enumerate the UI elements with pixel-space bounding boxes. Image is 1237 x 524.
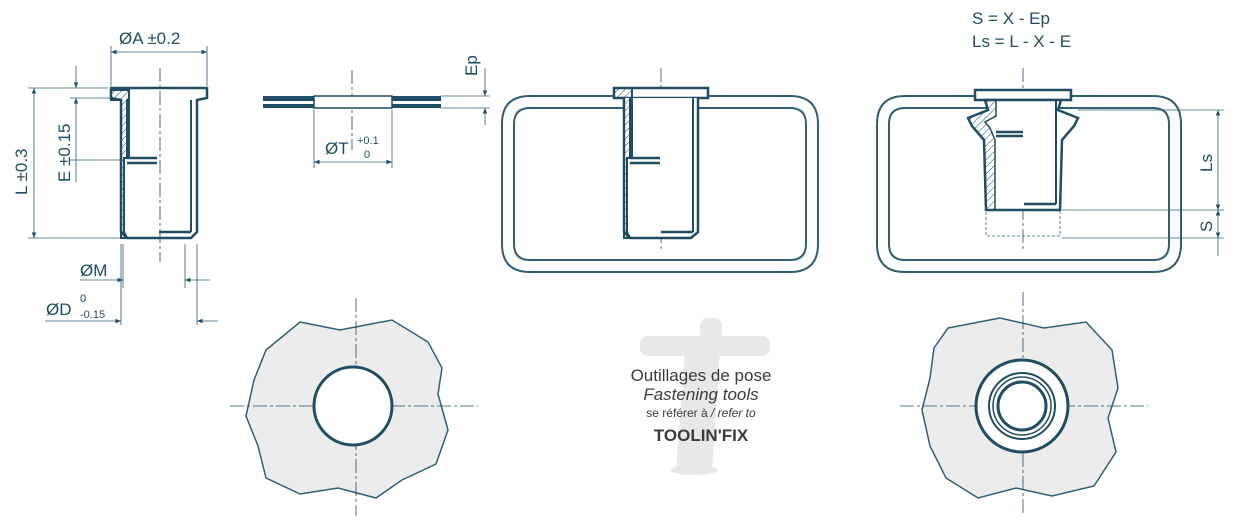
tools-note-line4: TOOLIN'FIX [654, 426, 749, 445]
rivet-nut-section-view: ØA ±0.2 L ±0.3 E ±0.15 ØM ØD 0 -0.15 [12, 29, 218, 325]
plate-top-view [230, 298, 478, 516]
shank-hidden [985, 209, 1061, 237]
tools-note: Outillages de pose Fastening tools se ré… [631, 366, 772, 445]
tools-note-line3-en: / refer to [710, 406, 756, 420]
tools-note-line2: Fastening tools [643, 385, 759, 404]
dim-d-label: ØD [46, 300, 72, 319]
dim-m-label: ØM [80, 261, 107, 280]
plate-outline [501, 95, 819, 273]
dim-a-label: ØA ±0.2 [119, 29, 180, 48]
formula-s: S = X - Ep [972, 9, 1050, 28]
bore-circle [996, 380, 1048, 432]
dim-d-tol-upper: 0 [80, 293, 86, 305]
inserted-nut-view [501, 68, 819, 273]
dim-t-tol-upper: +0.1 [357, 135, 379, 147]
plate-hole-section-view: Ep ØT +0.1 0 [263, 55, 490, 168]
svg-text:se référer à / refer to: se référer à / refer to [646, 406, 756, 420]
dim-e-label: E ±0.15 [55, 124, 74, 182]
dim-ls-label: Ls [1197, 154, 1216, 172]
dim-s-label: S [1197, 221, 1216, 232]
dim-t-label: ØT [325, 139, 349, 158]
crimped-nut-view: S = X - Ep Ls = L - X - E Ls S [876, 9, 1224, 273]
dim-l-label: L ±0.3 [12, 148, 31, 195]
dim-t-tol-lower: 0 [364, 149, 370, 161]
plate-hole-circle [312, 365, 394, 447]
dim-ep-label: Ep [462, 55, 481, 76]
tools-note-line1: Outillages de pose [631, 366, 772, 385]
rivet-gun-watermark-icon [640, 318, 770, 475]
plate-outline [876, 95, 1182, 273]
dim-d-tol-lower: -0.15 [80, 309, 105, 321]
installed-nut-top-view [900, 292, 1148, 516]
tools-note-line3-fr: se référer à [646, 406, 708, 420]
plate-hole [313, 95, 393, 109]
part-outline [109, 86, 209, 240]
formula-ls: Ls = L - X - E [972, 32, 1071, 51]
